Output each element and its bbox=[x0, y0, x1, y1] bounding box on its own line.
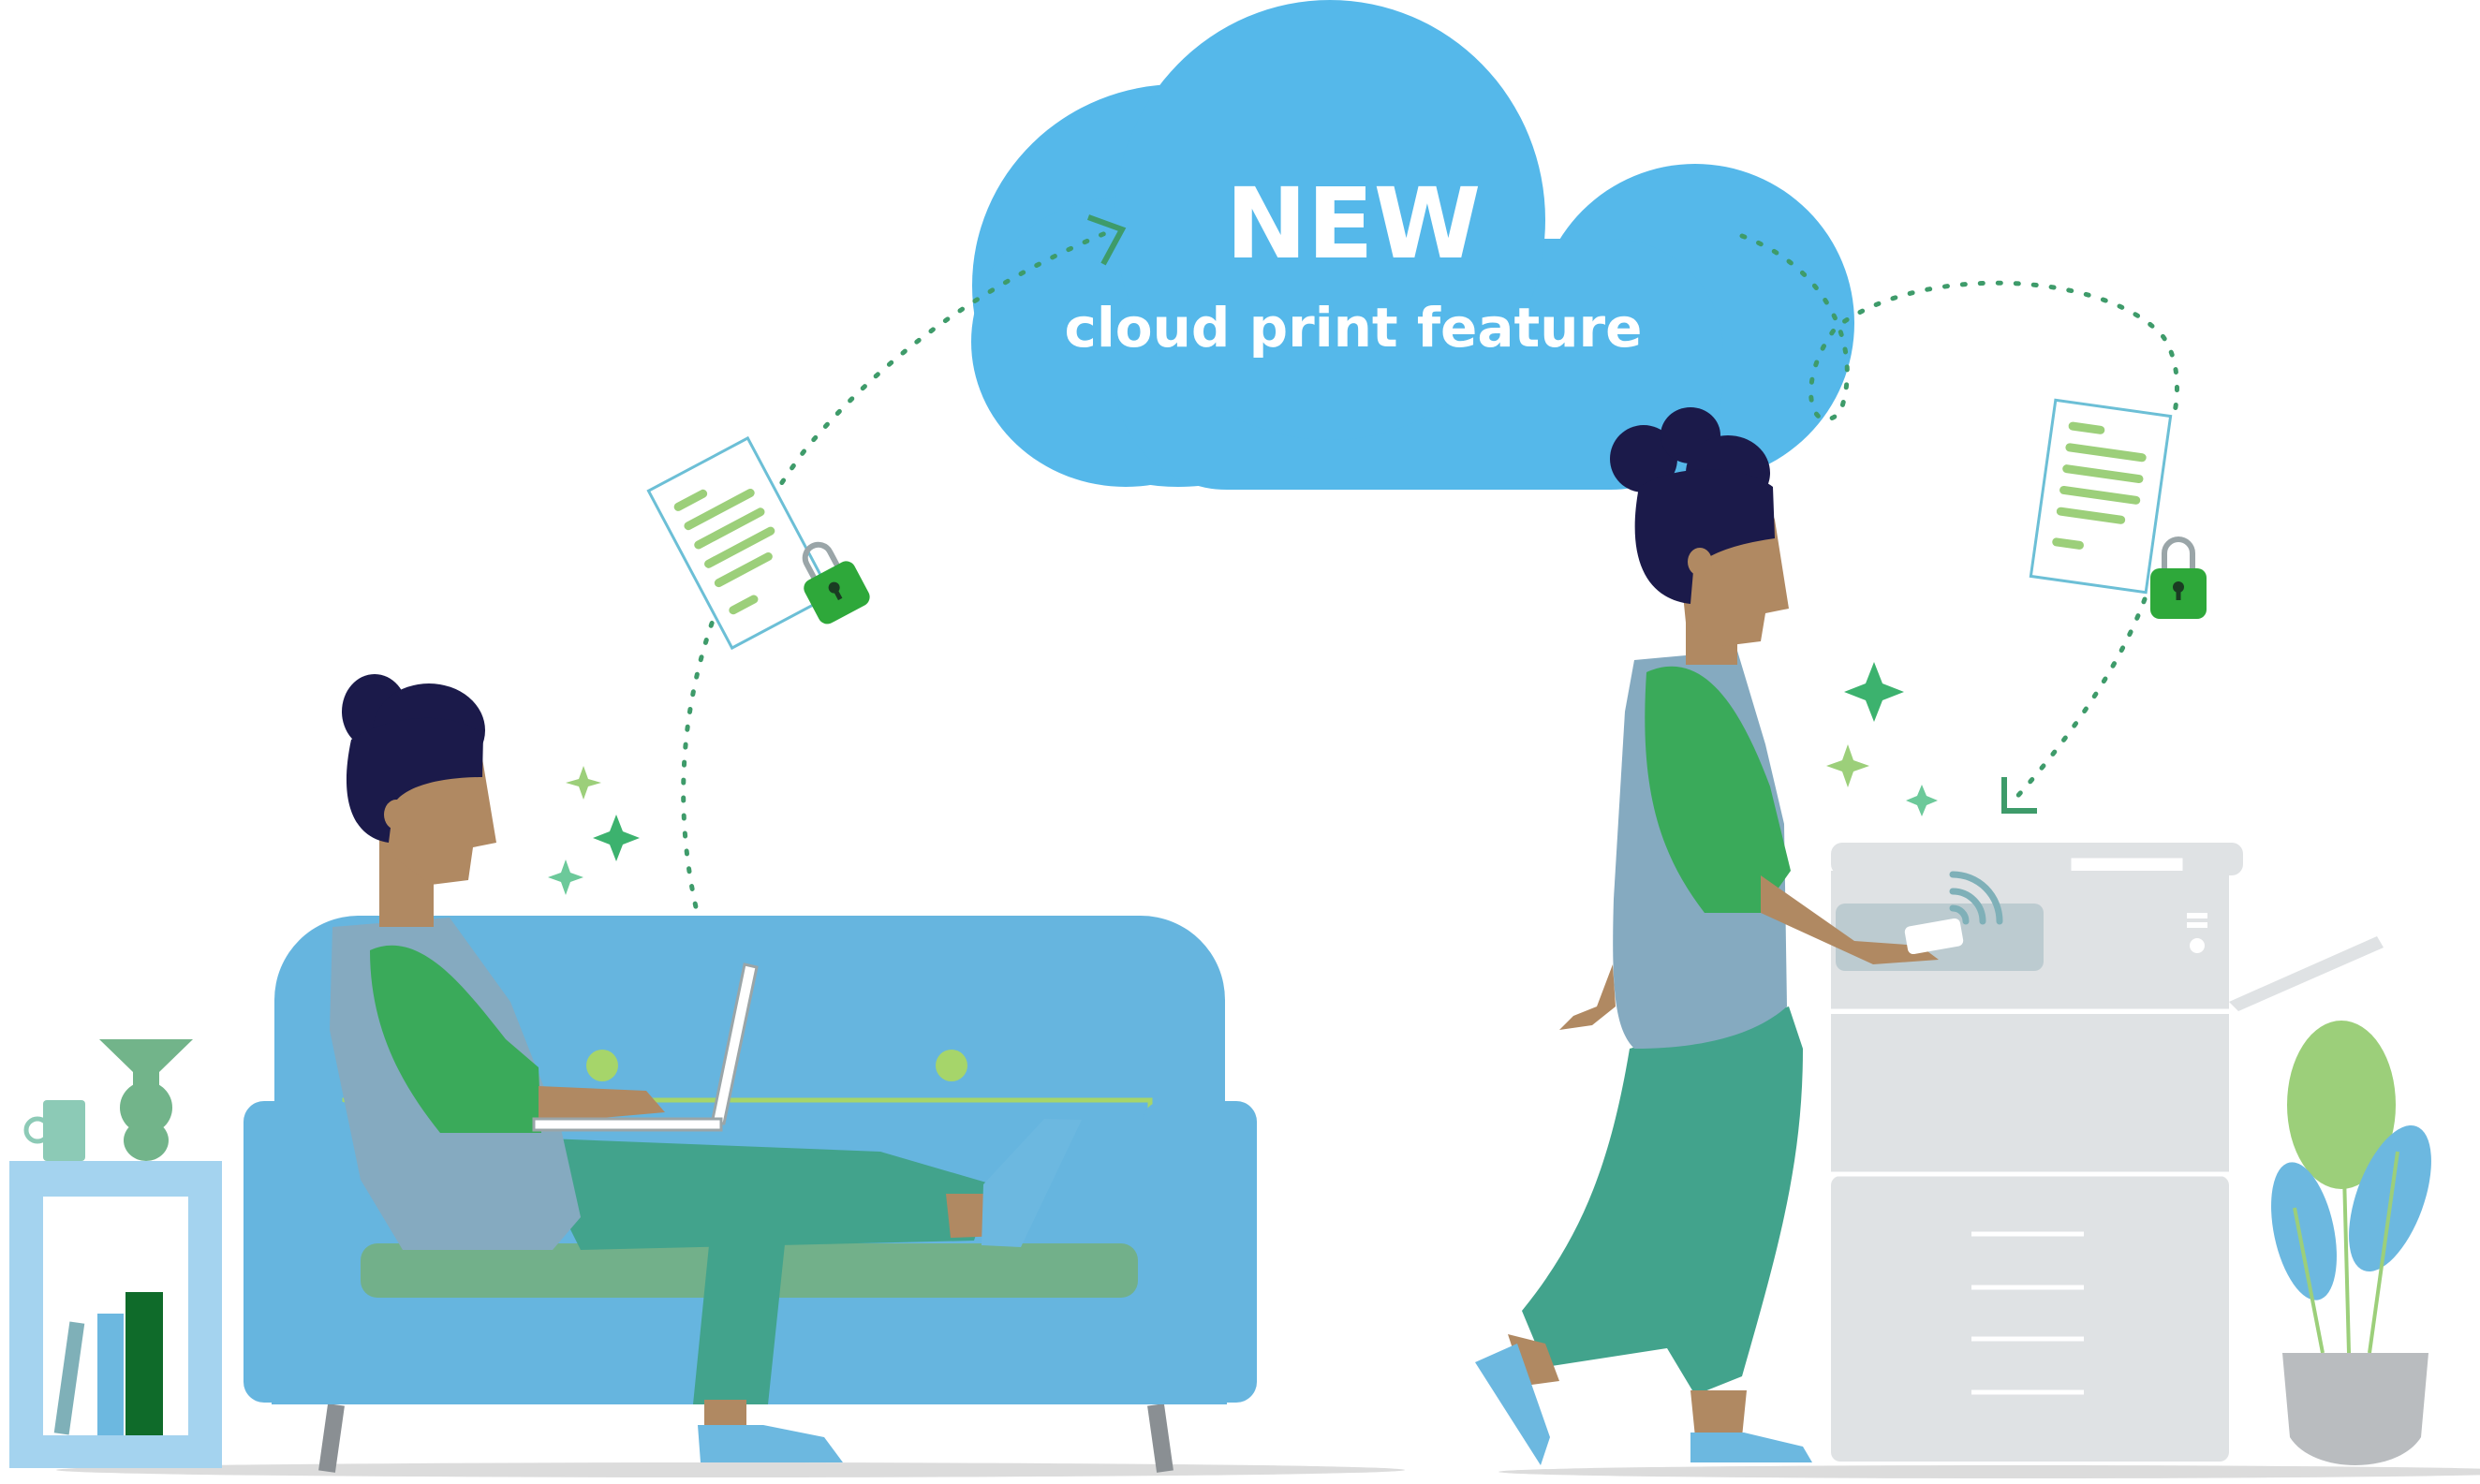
plant-icon bbox=[2271, 1021, 2431, 1465]
upload-path bbox=[681, 227, 1117, 944]
wireless-signal-icon bbox=[1949, 871, 2003, 925]
download-arrow-head bbox=[2001, 777, 2037, 814]
upload-arrow-head bbox=[1086, 214, 1127, 266]
secure-document-icon bbox=[2029, 398, 2173, 595]
secure-document-icon bbox=[646, 435, 834, 651]
books-icon bbox=[53, 1292, 163, 1435]
download-path bbox=[1739, 233, 2179, 803]
sparkle-icon bbox=[548, 662, 1938, 895]
cloud-icon: NEW cloud print feature bbox=[971, 0, 1854, 490]
mug-icon bbox=[23, 1100, 85, 1161]
floor-shadows bbox=[56, 1462, 2480, 1478]
cloud-headline: NEW bbox=[1226, 167, 1482, 281]
sitting-person bbox=[330, 674, 1082, 1462]
cloud-subline: cloud print feature bbox=[1065, 296, 1643, 360]
vase-icon bbox=[99, 1039, 193, 1161]
printer-icon bbox=[1831, 843, 2384, 1462]
standing-person bbox=[1475, 407, 1964, 1465]
padlock-icon bbox=[802, 541, 870, 624]
padlock-icon bbox=[2150, 536, 2207, 619]
